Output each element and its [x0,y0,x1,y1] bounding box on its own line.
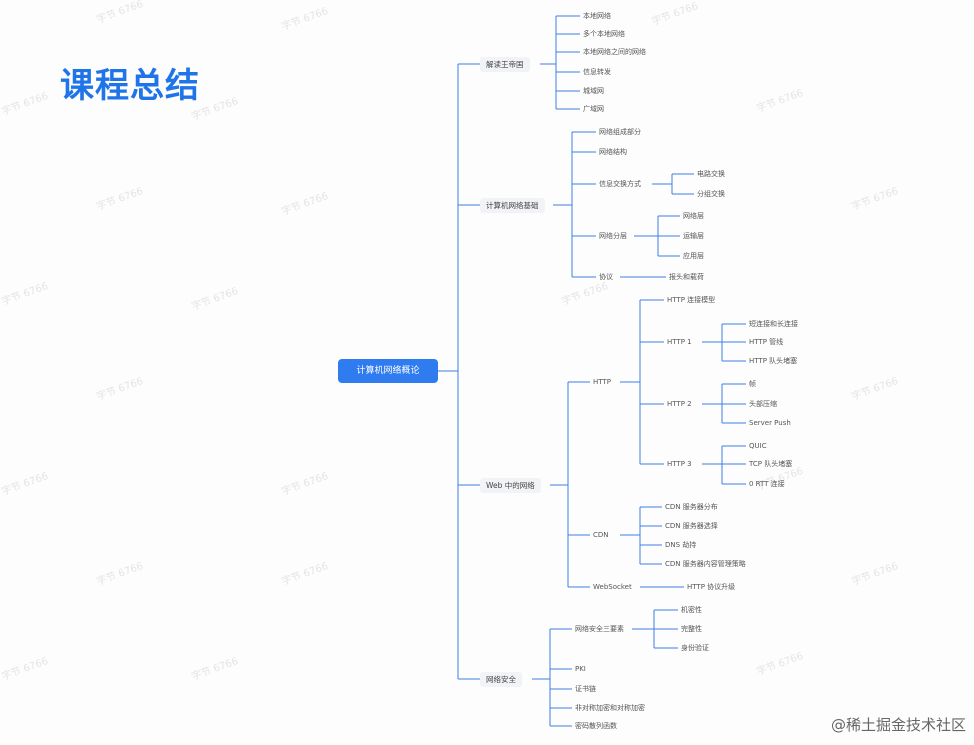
page-title: 课程总结 [60,66,200,106]
leaf-node[interactable]: PKI [575,665,586,673]
leaf-node[interactable]: 帧 [749,380,756,388]
sub-node[interactable]: HTTP [593,378,611,386]
sub-node[interactable]: 协议 [599,273,613,281]
root-node[interactable]: 计算机网络概论 [338,359,438,383]
leaf-node[interactable]: 证书链 [575,685,596,693]
leaf-node[interactable]: TCP 队头堵塞 [749,460,793,468]
leaf-node[interactable]: 运输层 [683,232,704,240]
leaf-node[interactable]: 广域网 [583,105,604,113]
leaf-node[interactable]: 头部压缩 [749,400,777,408]
sub-node[interactable]: 信息交换方式 [599,180,641,188]
sub-node[interactable]: HTTP 1 [667,338,692,346]
sub-node[interactable]: 网络分层 [599,232,627,240]
leaf-node[interactable]: DNS 劫持 [665,541,697,549]
leaf-node[interactable]: 分组交换 [697,190,725,198]
sub-node[interactable]: HTTP 3 [667,460,692,468]
branch-node-4[interactable]: 网络安全 [480,672,522,687]
leaf-node[interactable]: HTTP 协议升级 [687,583,736,591]
leaf-node[interactable]: Server Push [749,419,791,427]
sub-node[interactable]: WebSocket [593,583,632,591]
source-credit: @稀土掘金技术社区 [830,716,966,734]
leaf-node[interactable]: 网络组成部分 [599,128,641,136]
branch-node-1[interactable]: 解读王帝国 [480,57,530,72]
leaf-node[interactable]: 完整性 [681,625,702,633]
leaf-node[interactable]: HTTP 管线 [749,338,784,346]
leaf-node[interactable]: CDN 服务器选择 [665,522,718,530]
leaf-node[interactable]: 多个本地网络 [583,30,625,38]
leaf-node[interactable]: 短连接和长连接 [749,320,798,328]
branch-node-3[interactable]: Web 中的网络 [480,478,541,493]
leaf-node[interactable]: 城域网 [583,87,604,95]
leaf-node[interactable]: 电路交换 [697,170,725,178]
leaf-node[interactable]: 应用层 [683,252,704,260]
leaf-node[interactable]: CDN 服务器分布 [665,503,718,511]
leaf-node[interactable]: 本地网络 [583,12,611,20]
leaf-node[interactable]: CDN 服务器内容管理策略 [665,560,746,568]
branch-node-2[interactable]: 计算机网络基础 [480,198,545,213]
leaf-node[interactable]: 机密性 [681,606,702,614]
leaf-node[interactable]: 非对称加密和对称加密 [575,704,645,712]
leaf-node[interactable]: 密码散列函数 [575,722,617,730]
leaf-node[interactable]: 信息转发 [583,68,611,76]
leaf-node[interactable]: 0 RTT 连接 [749,480,785,488]
leaf-node[interactable]: 网络结构 [599,148,627,156]
leaf-node[interactable]: 网络层 [683,212,704,220]
sub-node[interactable]: HTTP 2 [667,400,692,408]
leaf-node[interactable]: QUIC [749,442,767,450]
leaf-node[interactable]: HTTP 连接模型 [667,296,716,304]
sub-node[interactable]: CDN [593,531,609,539]
leaf-node[interactable]: 报头和载荷 [669,273,704,281]
leaf-node[interactable]: 本地网络之间的网络 [583,48,646,56]
leaf-node[interactable]: 身份验证 [681,644,709,652]
leaf-node[interactable]: HTTP 队头堵塞 [749,357,798,365]
sub-node[interactable]: 网络安全三要素 [575,625,624,633]
